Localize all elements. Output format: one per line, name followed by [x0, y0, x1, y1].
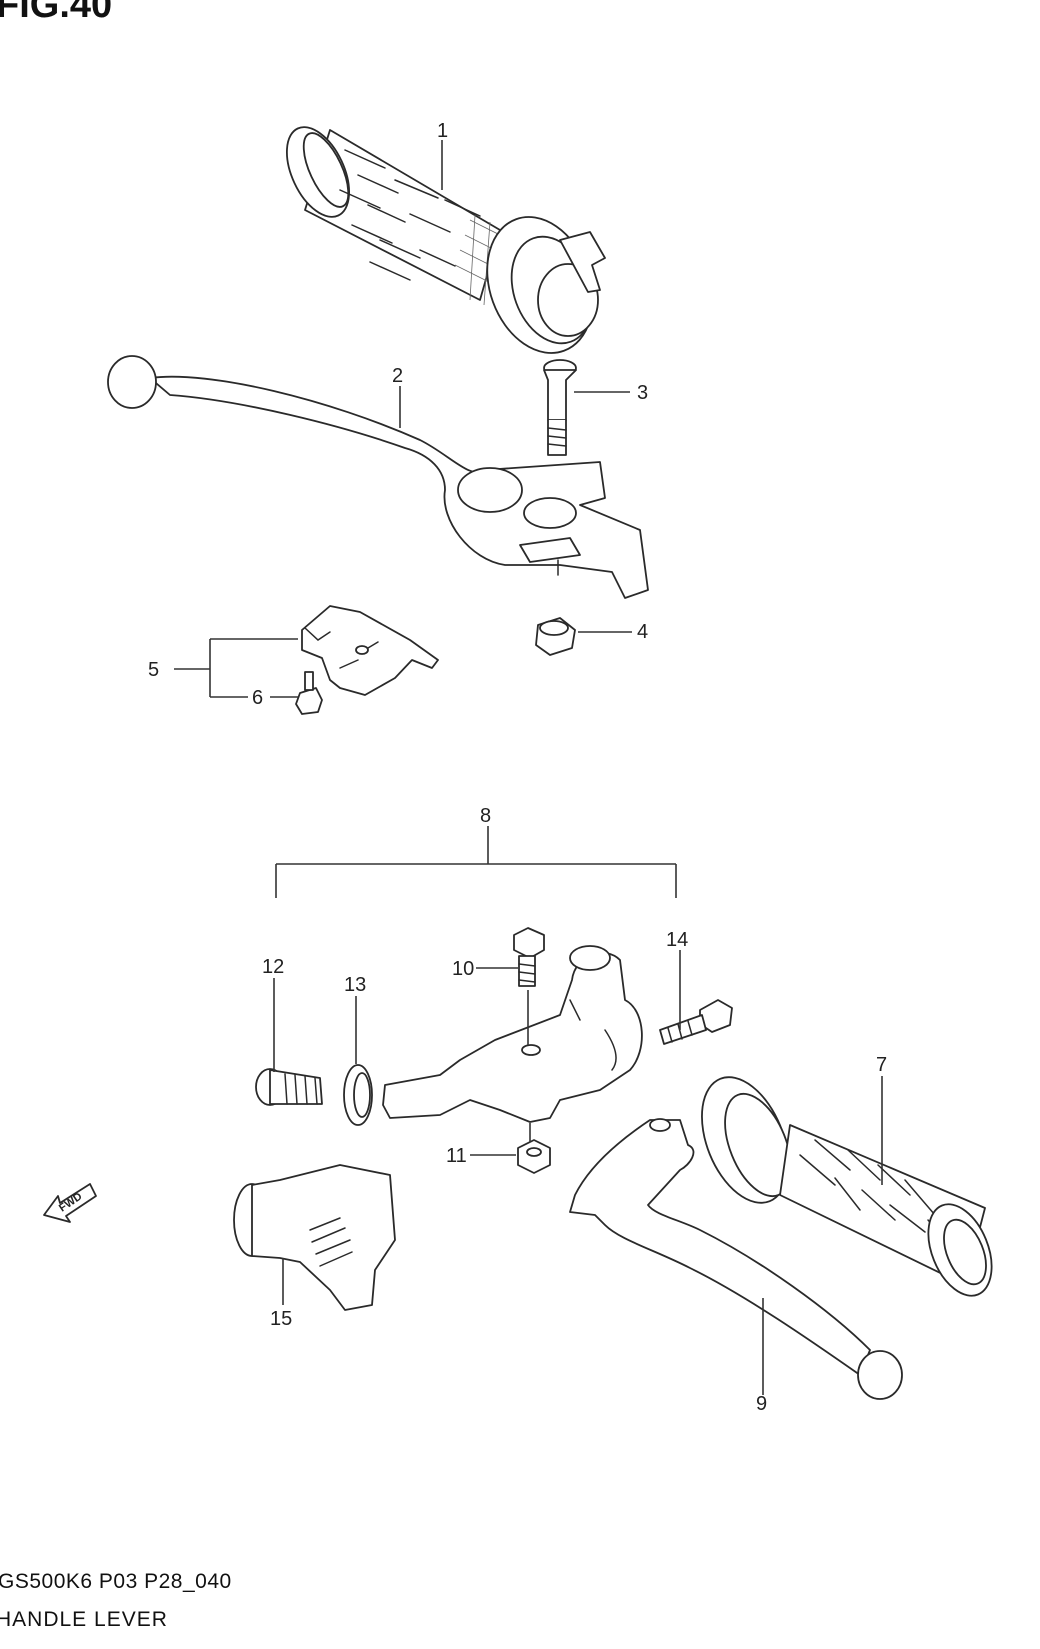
callout-12: 12 [262, 956, 284, 978]
part-2-brake-lever [107, 355, 649, 599]
part-6-screw [295, 671, 323, 715]
figure-name: HANDLE LEVER [0, 1608, 168, 1631]
part-4-nut [535, 617, 576, 656]
callout-15: 15 [270, 1308, 292, 1330]
figure-title: FIG.40 [0, 0, 113, 26]
part-12-adjuster-bolt [255, 1068, 323, 1106]
callout-6: 6 [252, 687, 263, 709]
leader-lines [174, 140, 883, 1395]
callout-3: 3 [637, 382, 648, 404]
callout-4: 4 [637, 621, 648, 643]
part-10-bolt [513, 927, 545, 987]
callout-11: 11 [446, 1145, 467, 1167]
callout-9: 9 [756, 1393, 767, 1415]
part-15-boot [233, 1164, 396, 1311]
callout-5: 5 [148, 659, 159, 681]
callout-13: 13 [344, 974, 366, 996]
part-7-grip [701, 1076, 993, 1297]
callout-2: 2 [392, 365, 403, 387]
figure-code: GS500K6 P03 P28_040 [0, 1570, 232, 1593]
part-5-brake-switch [301, 605, 439, 696]
callout-1: 1 [437, 120, 448, 142]
part-9-clutch-lever [569, 1118, 903, 1400]
part-11-nut [517, 1139, 551, 1174]
callouts: 1 2 3 4 5 6 7 8 9 10 11 12 13 14 15 [148, 120, 887, 1415]
callout-7: 7 [876, 1054, 887, 1076]
part-13-adjuster-wheel [343, 1064, 373, 1126]
part-14-bolt [659, 999, 733, 1045]
fwd-direction-arrow: FWD [43, 1183, 97, 1223]
callout-10: 10 [452, 958, 474, 980]
part-3-pivot-bolt [543, 359, 577, 456]
part-1-throttle-grip [286, 126, 606, 354]
part-8-lever-holder-bracket [382, 945, 643, 1123]
callout-8: 8 [480, 805, 491, 827]
callout-14: 14 [666, 929, 688, 951]
